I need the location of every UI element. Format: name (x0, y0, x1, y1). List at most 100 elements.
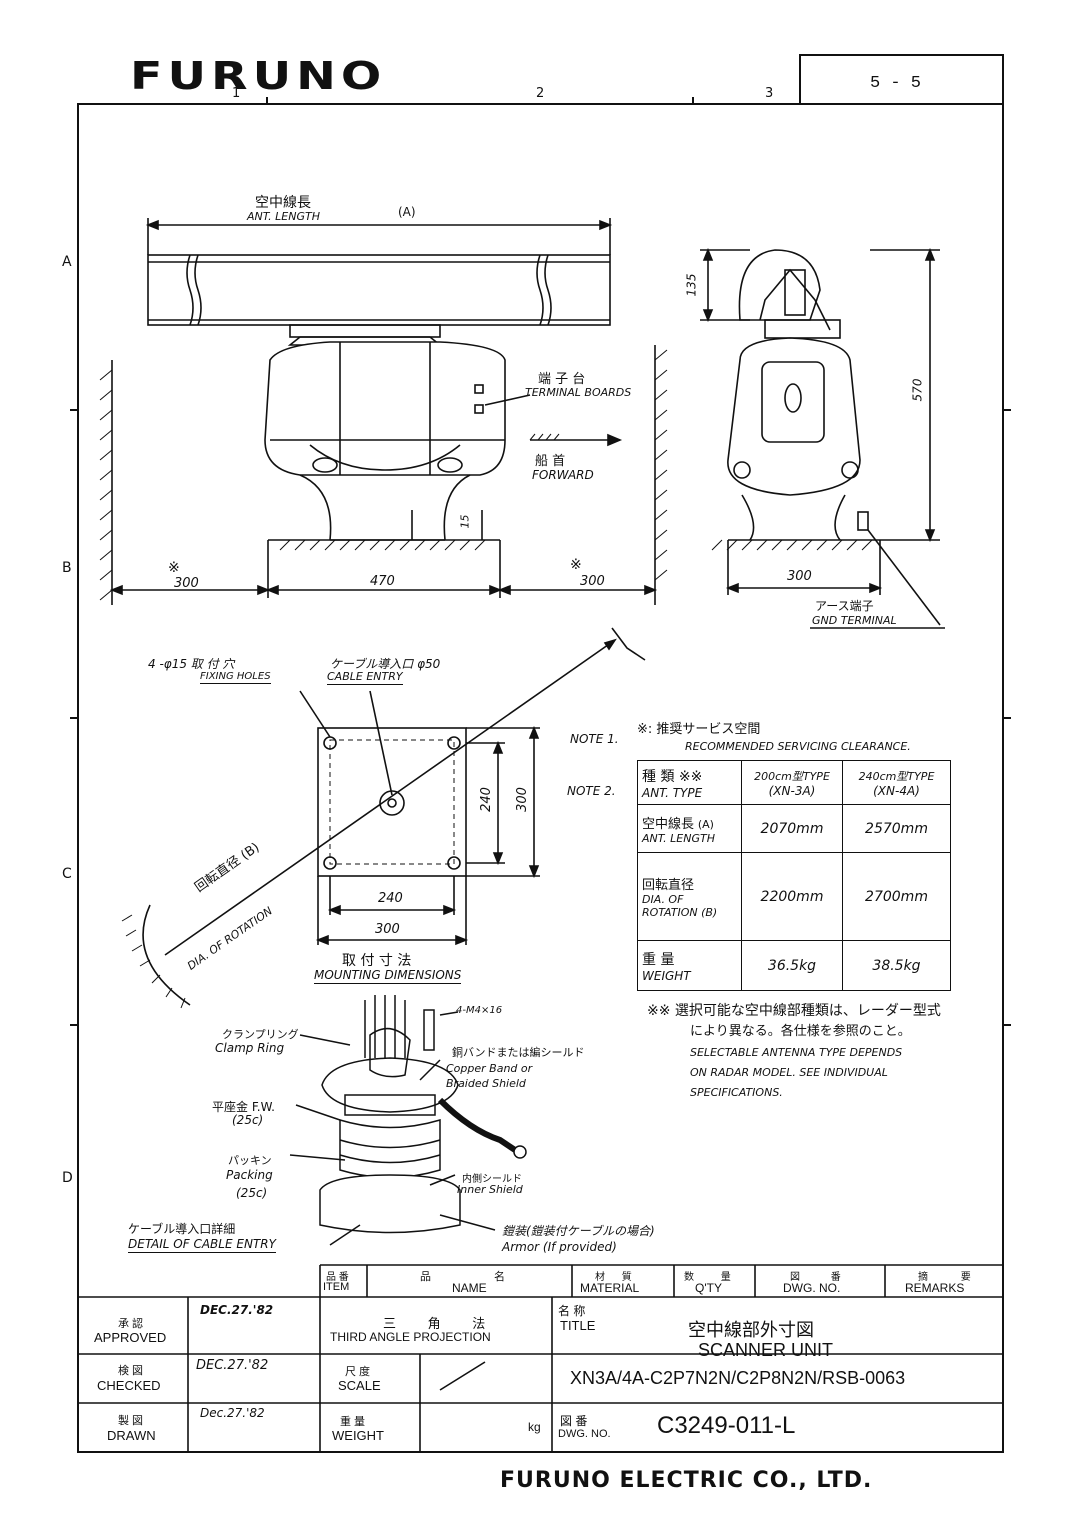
row-label-jp: 空中線長 (642, 816, 695, 832)
terminal-boards-jp: 端 子 台 (538, 372, 586, 387)
copper-band-en-2: Braided Shield (446, 1077, 526, 1090)
clearance-mark-right: ※ (570, 557, 582, 573)
qty-en: Q'TY (695, 1281, 722, 1295)
title-block-lines (78, 1264, 1003, 1452)
dwg-jp: 図 番 (790, 1272, 841, 1283)
spec-col1-jp: 200cm型TYPE (754, 769, 830, 783)
row-marker-c: C (62, 866, 72, 882)
value-xn3a-rotation: 2200mm (741, 852, 843, 941)
value-xn4a-rotation: 2700mm (842, 852, 951, 941)
cable-entry-en: CABLE ENTRY (327, 670, 403, 685)
value-xn3a-length: 2070mm (741, 804, 843, 853)
material-en: MATERIAL (580, 1281, 640, 1295)
dim-15: 15 (458, 514, 472, 529)
column-marker-1: 1 (232, 86, 241, 101)
side-view (700, 247, 945, 629)
drawing-title-jp: 空中線部外寸図 (688, 1320, 814, 1340)
fixing-holes-en: FIXING HOLES (200, 671, 271, 684)
item-jp: 品 番 (326, 1272, 349, 1283)
projection-jp: 三 角 法 (383, 1316, 486, 1331)
mount-dim-300-h: 300 (375, 922, 400, 937)
side-dim-300: 300 (787, 569, 812, 584)
note2-label: NOTE 2. (567, 784, 616, 798)
fixing-holes-jp: 4 -φ15 取 付 穴 (148, 657, 235, 671)
dim-300-right: 300 (580, 574, 605, 589)
armor-en: Armor (If provided) (502, 1240, 617, 1254)
approved-date: DEC.27.'82 (200, 1303, 274, 1317)
spec-col2-en: (XN-4A) (873, 783, 920, 798)
note1-label: NOTE 1. (570, 732, 619, 746)
footnote-jp-1: ※※ 選択可能な空中線部種類は、レーダー型式 (647, 1003, 941, 1019)
qty-jp: 数 量 (684, 1272, 731, 1283)
sheet-border (77, 103, 1004, 1453)
flat-washer-jp: 平座金 F.W. (212, 1100, 275, 1114)
clamp-ring-en: Clamp Ring (215, 1041, 285, 1055)
column-marker-2: 2 (536, 86, 545, 101)
spec-col1-en: (XN-3A) (768, 783, 816, 798)
name-en: NAME (452, 1281, 487, 1295)
screw-label: 4-M4×16 (456, 1005, 503, 1016)
dim-470: 470 (370, 574, 395, 589)
drawing-number: C3249-011-L (657, 1412, 796, 1439)
row-label-en: DIA. OF ROTATION (642, 893, 698, 919)
page-number: 5 - 5 (870, 74, 922, 93)
gnd-terminal-jp: アース端子 (815, 599, 874, 613)
packing-jp: パッキン (228, 1154, 272, 1167)
forward-en: FORWARD (532, 468, 594, 482)
note1-jp: ※: 推奨サービス空間 (637, 722, 761, 737)
row-marker-d: D (62, 1170, 73, 1186)
cable-detail-title-jp: ケーブル導入口詳細 (128, 1222, 236, 1236)
inner-shield-jp: 内側シールド (462, 1174, 522, 1185)
ant-length-en: ANT. LENGTH (247, 210, 320, 223)
row-label-ref: (A) (697, 817, 714, 831)
row-label-en: WEIGHT (642, 968, 691, 983)
material-jp: 材 質 (595, 1272, 632, 1283)
mounting-title-en: MOUNTING DIMENSIONS (314, 968, 462, 984)
inner-shield-en: Inner Shield (457, 1183, 523, 1196)
checked-en: CHECKED (97, 1378, 161, 1393)
mount-dim-240-v: 240 (478, 787, 494, 812)
mounting-title-jp: 取 付 寸 法 (342, 953, 412, 969)
weight-jp: 重 量 (340, 1416, 366, 1428)
mounting-plan (142, 627, 646, 1006)
spec-head-jp: 種 類 ※※ (642, 768, 703, 785)
row-label-ref: (B) (701, 906, 718, 919)
scale-jp: 尺 度 (345, 1366, 371, 1378)
cable-entry-detail (289, 995, 527, 1246)
value-xn4a-weight: 38.5kg (842, 940, 951, 991)
value-xn3a-weight: 36.5kg (741, 940, 843, 991)
dwg-en: DWG. NO. (783, 1281, 841, 1295)
title-label-en: TITLE (560, 1318, 596, 1333)
packing-en: Packing (226, 1168, 273, 1182)
table-row: 空中線長 (A)ANT. LENGTH 2070mm 2570mm (637, 804, 951, 853)
weight-unit: kg (528, 1420, 541, 1434)
clamp-ring-jp: クランプリング (222, 1028, 299, 1041)
scale-en: SCALE (338, 1378, 381, 1393)
remarks-en: REMARKS (905, 1281, 965, 1295)
remarks-jp: 摘 要 (918, 1272, 971, 1283)
column-marker-3: 3 (765, 86, 774, 101)
value-xn4a-length: 2570mm (842, 804, 951, 853)
row-marker-b: B (62, 560, 72, 576)
terminal-boards-en: TERMINAL BOARDS (525, 386, 632, 399)
dim-135: 135 (684, 273, 699, 297)
weight-en: WEIGHT (332, 1428, 384, 1443)
item-en: ITEM (323, 1281, 350, 1293)
packing-qty: (25c) (236, 1186, 268, 1200)
checked-date: DEC.27.'82 (196, 1358, 269, 1373)
footnote-en-3: SPECIFICATIONS. (690, 1086, 783, 1099)
drawn-jp: 製 図 (118, 1415, 144, 1427)
footnote-en-1: SELECTABLE ANTENNA TYPE DEPENDS (690, 1046, 903, 1059)
drawn-en: DRAWN (107, 1428, 156, 1443)
copper-band-jp: 銅バンドまたは編シールド (452, 1046, 585, 1059)
footnote-en-2: ON RADAR MODEL. SEE INDIVIDUAL (690, 1066, 888, 1079)
dwg-label-en: DWG. NO. (558, 1428, 611, 1440)
model-number: XN3A/4A-C2P7N2N/C2P8N2N/RSB-0063 (570, 1368, 906, 1388)
ant-length-jp: 空中線長 (255, 195, 311, 211)
furuno-logo: FURUNO (130, 54, 387, 98)
spec-col2-jp: 240cm型TYPE (858, 769, 935, 783)
gnd-terminal-en: GND TERMINAL (812, 614, 897, 627)
